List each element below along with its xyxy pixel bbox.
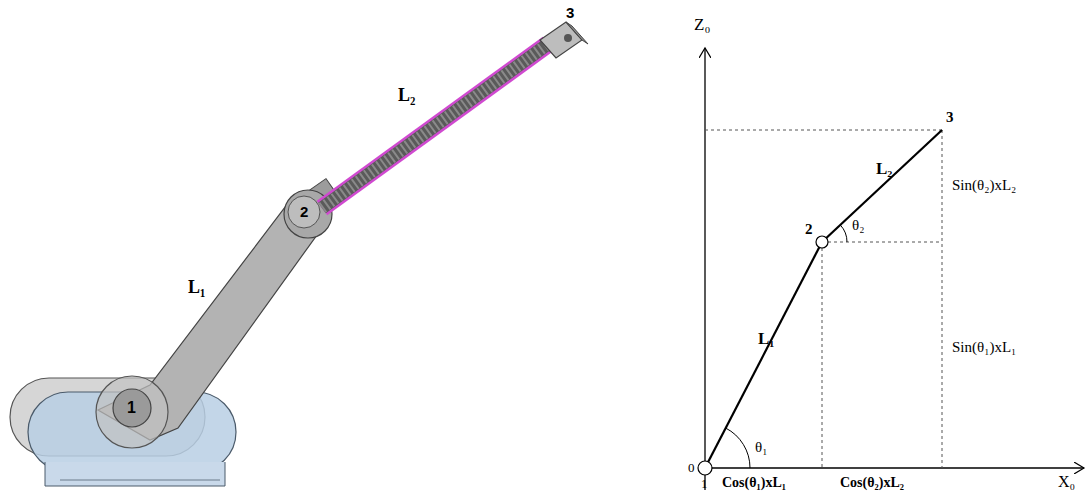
angle-arcs <box>726 225 847 468</box>
axis-label: Z₀ <box>694 16 710 33</box>
dimension-label: Cos(θ₁)xL₁ <box>722 476 786 490</box>
dashed-guides <box>705 130 942 468</box>
axes <box>698 48 1084 490</box>
dimension-label: Cos(θ₂)xL₂ <box>840 476 904 490</box>
callout-number: 2 <box>300 204 308 219</box>
links <box>705 130 942 468</box>
link-label: L₂ <box>398 86 415 104</box>
dimension-label: Sin(θ₂)xL₂ <box>952 178 1016 193</box>
angle-label: θ₁ <box>755 440 767 455</box>
angle-label: θ₂ <box>852 218 864 233</box>
link-label: L₁ <box>188 278 205 296</box>
axis-label: X₀ <box>1058 474 1075 490</box>
point-label: 0 <box>688 461 695 474</box>
point-label: 3 <box>946 110 954 125</box>
end-block <box>540 22 588 58</box>
link-label: L₂ <box>876 160 892 177</box>
joint-1 <box>96 376 168 448</box>
point-label: 1 <box>701 477 708 490</box>
point-label: 2 <box>805 222 813 237</box>
screw-rod <box>322 44 548 208</box>
callout-number: 1 <box>127 400 136 416</box>
dimension-label: Sin(θ₁)xL₁ <box>952 340 1016 355</box>
joint-circles <box>698 236 828 475</box>
callout-number: 3 <box>566 5 574 20</box>
link-label: L₁ <box>758 330 774 347</box>
